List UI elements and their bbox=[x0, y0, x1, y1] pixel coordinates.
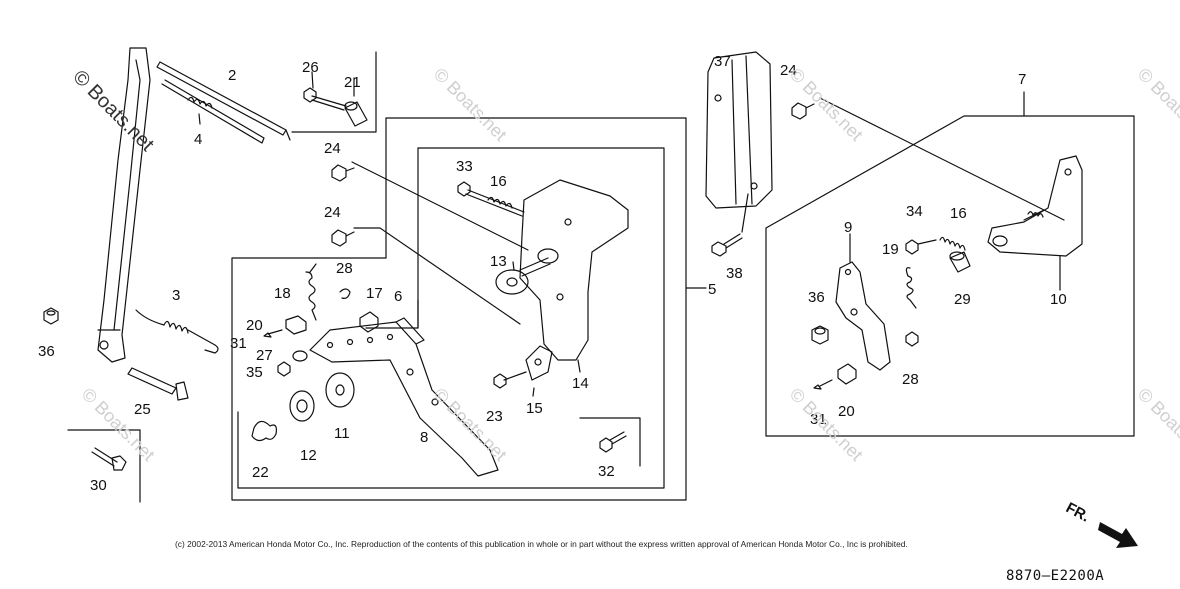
nut-part bbox=[811, 325, 829, 345]
group-bracket-line bbox=[67, 429, 141, 503]
callout-labels: 2 4 26 21 24 24 33 16 13 28 18 17 6 3 20… bbox=[38, 53, 1067, 494]
callout-33: 33 bbox=[456, 158, 473, 175]
callout-23: 23 bbox=[486, 408, 503, 425]
callout-7: 7 bbox=[1018, 71, 1026, 88]
rod-part bbox=[156, 61, 291, 144]
bolt-part bbox=[905, 236, 966, 255]
assembly-frame bbox=[765, 91, 1135, 437]
callout-34: 34 bbox=[906, 203, 923, 220]
callout-36-right: 36 bbox=[808, 289, 825, 306]
bolt-part bbox=[791, 97, 1065, 221]
direction-label: FR. bbox=[1063, 499, 1092, 525]
callout-16-right: 16 bbox=[950, 205, 967, 222]
assembly-frame bbox=[231, 117, 707, 501]
bolt-and-collar-part bbox=[303, 87, 368, 127]
callout-11: 11 bbox=[334, 425, 350, 442]
bolt-part bbox=[457, 181, 525, 217]
washer-part bbox=[277, 350, 308, 377]
callout-24-middle: 24 bbox=[324, 204, 341, 221]
spring-part bbox=[305, 263, 351, 321]
callout-6: 6 bbox=[394, 288, 402, 305]
clip-part bbox=[905, 331, 919, 347]
bolt-part bbox=[331, 161, 529, 325]
direction-arrow: FR. bbox=[1063, 499, 1138, 548]
bolt-part bbox=[711, 193, 749, 257]
callout-20-right: 20 bbox=[838, 403, 855, 420]
callout-32: 32 bbox=[598, 463, 615, 480]
callout-27: 27 bbox=[256, 347, 273, 364]
leader-line bbox=[512, 261, 515, 271]
carriage-bolt-part bbox=[127, 367, 189, 401]
bolt-part bbox=[91, 447, 127, 471]
callout-14: 14 bbox=[572, 375, 589, 392]
diagram-code: 8870—E2200A bbox=[1006, 568, 1105, 584]
callout-22: 22 bbox=[252, 464, 269, 481]
callout-2: 2 bbox=[228, 67, 236, 84]
washer-part bbox=[251, 372, 355, 442]
callout-5: 5 bbox=[708, 281, 716, 298]
leader-line bbox=[532, 387, 535, 397]
callout-21: 21 bbox=[344, 74, 361, 91]
callout-15: 15 bbox=[526, 400, 543, 417]
callout-17: 17 bbox=[366, 285, 383, 302]
group-bracket-line bbox=[579, 417, 641, 467]
callout-28-center: 28 bbox=[336, 260, 353, 277]
callout-24-right: 24 bbox=[780, 62, 797, 79]
callout-25: 25 bbox=[134, 401, 151, 418]
callout-10: 10 bbox=[1050, 291, 1067, 308]
leader-line bbox=[198, 113, 201, 125]
spring-part bbox=[135, 309, 219, 354]
spring-part bbox=[905, 267, 917, 309]
callout-24-upper: 24 bbox=[324, 140, 341, 157]
callout-8: 8 bbox=[420, 429, 428, 446]
spring-part bbox=[187, 96, 213, 109]
callout-28-right: 28 bbox=[902, 371, 919, 388]
callout-37: 37 bbox=[714, 53, 731, 70]
callout-31-right: 31 bbox=[810, 411, 827, 428]
collar-part bbox=[263, 311, 379, 338]
callout-3: 3 bbox=[172, 287, 180, 304]
callout-12: 12 bbox=[300, 447, 317, 464]
callout-16-center: 16 bbox=[490, 173, 507, 190]
callout-9: 9 bbox=[844, 219, 852, 236]
leader-line bbox=[577, 359, 581, 373]
callout-4: 4 bbox=[194, 131, 202, 148]
callout-13: 13 bbox=[490, 253, 507, 270]
washer-part bbox=[495, 257, 551, 295]
lever-arm-part bbox=[97, 47, 151, 363]
callout-38: 38 bbox=[726, 265, 743, 282]
cover-plate-part bbox=[705, 51, 773, 209]
bolt-part bbox=[599, 431, 627, 453]
leader-line bbox=[311, 71, 314, 89]
callout-19: 19 bbox=[882, 241, 899, 258]
callout-20-center: 20 bbox=[246, 317, 263, 334]
collar-part bbox=[813, 363, 857, 390]
nut-part bbox=[43, 307, 59, 325]
throttle-lever-part bbox=[309, 317, 499, 477]
callout-29: 29 bbox=[954, 291, 971, 308]
callout-35: 35 bbox=[246, 364, 263, 381]
clamp-part bbox=[493, 345, 553, 389]
group-bracket-line bbox=[291, 51, 377, 133]
lever-part bbox=[835, 261, 891, 371]
collar-part bbox=[949, 251, 971, 273]
copyright-notice: (c) 2002-2013 American Honda Motor Co., … bbox=[175, 539, 908, 549]
callout-26: 26 bbox=[302, 59, 319, 76]
control-plate-part bbox=[519, 179, 629, 361]
callout-18: 18 bbox=[274, 285, 291, 302]
lever-plate-part bbox=[987, 155, 1083, 257]
callout-30: 30 bbox=[90, 477, 107, 494]
callout-36-left: 36 bbox=[38, 343, 55, 360]
callout-31-center: 31 bbox=[230, 335, 247, 352]
